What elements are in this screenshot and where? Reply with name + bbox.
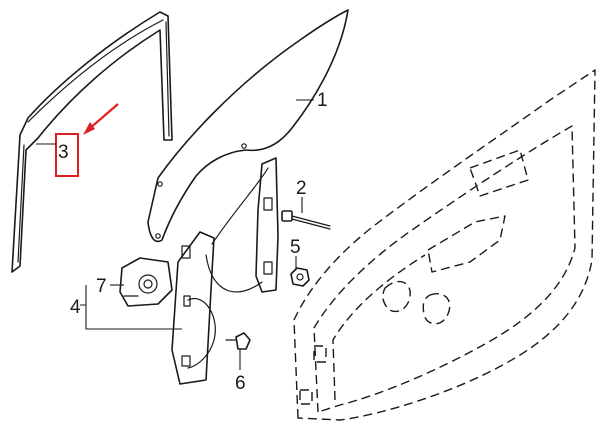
run-channel-part [11, 11, 173, 273]
callout-4: 4 [70, 297, 81, 318]
callout-7: 7 [96, 276, 107, 297]
bolt-part [225, 332, 251, 350]
callout-6: 6 [235, 373, 246, 394]
door-glass-part [147, 9, 349, 243]
callout-2: 2 [296, 178, 307, 199]
leader-line-4 [80, 285, 182, 330]
callout-5: 5 [290, 237, 301, 258]
window-regulator-part [171, 157, 279, 385]
door-panel-outline [293, 69, 596, 421]
regulator-motor-part [119, 257, 173, 307]
callout-1: 1 [317, 90, 328, 111]
nut-part [290, 267, 310, 287]
glass-bolt-part [281, 210, 331, 230]
highlight-arrow [83, 103, 119, 135]
highlight-box [55, 133, 79, 177]
callout-3: 3 [58, 142, 69, 163]
